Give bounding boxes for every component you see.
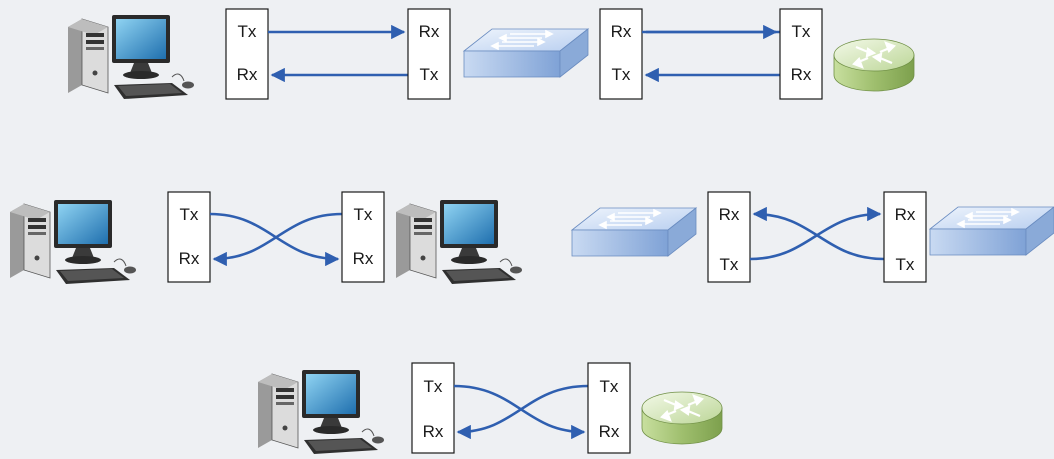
row-switch-switch: Rx Tx Rx Tx: [571, 191, 1054, 283]
pc-nic-port: [225, 8, 269, 100]
crossover-link: [749, 206, 882, 261]
crossover-link: [209, 212, 340, 267]
rx-label: Rx: [353, 249, 374, 268]
computer-icon: [395, 199, 523, 285]
switch-icon: [929, 206, 1054, 256]
rx-label: Rx: [611, 22, 632, 41]
tx-label: Tx: [238, 22, 257, 41]
rx-label: Rx: [179, 249, 200, 268]
router-port: [587, 362, 631, 454]
router-icon: [640, 390, 724, 446]
switch-port-left: [707, 191, 751, 283]
tx-label: Tx: [792, 22, 811, 41]
rx-label: Rx: [791, 65, 812, 84]
switch-port-right: [883, 191, 927, 283]
router-icon: [832, 37, 916, 93]
computer-icon: [257, 369, 385, 455]
tx-label: Tx: [896, 255, 915, 274]
tx-label: Tx: [420, 65, 439, 84]
rx-label: Rx: [719, 205, 740, 224]
row-computer-router: Tx Rx Tx Rx: [257, 362, 724, 455]
pc-nic-port: [411, 362, 455, 454]
tx-label: Tx: [424, 377, 443, 396]
pc-nic-port: [341, 191, 385, 283]
rx-label: Rx: [895, 205, 916, 224]
crossover-link: [752, 206, 885, 261]
computer-icon: [9, 199, 137, 285]
rx-label: Rx: [419, 22, 440, 41]
rx-label: Rx: [423, 422, 444, 441]
rx-label: Rx: [599, 422, 620, 441]
crossover-link: [453, 384, 586, 440]
rx-label: Rx: [237, 65, 258, 84]
tx-label: Tx: [612, 65, 631, 84]
pc-nic-port: [167, 191, 211, 283]
tx-label: Tx: [720, 255, 739, 274]
row-computer-switch-router: Tx Rx Rx Tx Rx Tx Tx Rx: [67, 8, 916, 100]
tx-label: Tx: [354, 205, 373, 224]
switch-icon: [463, 28, 589, 78]
switch-icon: [571, 207, 697, 257]
switch-port-left: [407, 8, 451, 100]
row-computer-computer: Tx Rx Tx Rx: [9, 191, 523, 285]
tx-label: Tx: [600, 377, 619, 396]
router-port: [779, 8, 823, 100]
crossover-link: [456, 384, 589, 440]
switch-port-right: [599, 8, 643, 100]
crossover-link: [212, 212, 343, 267]
computer-icon: [67, 14, 195, 100]
tx-label: Tx: [180, 205, 199, 224]
